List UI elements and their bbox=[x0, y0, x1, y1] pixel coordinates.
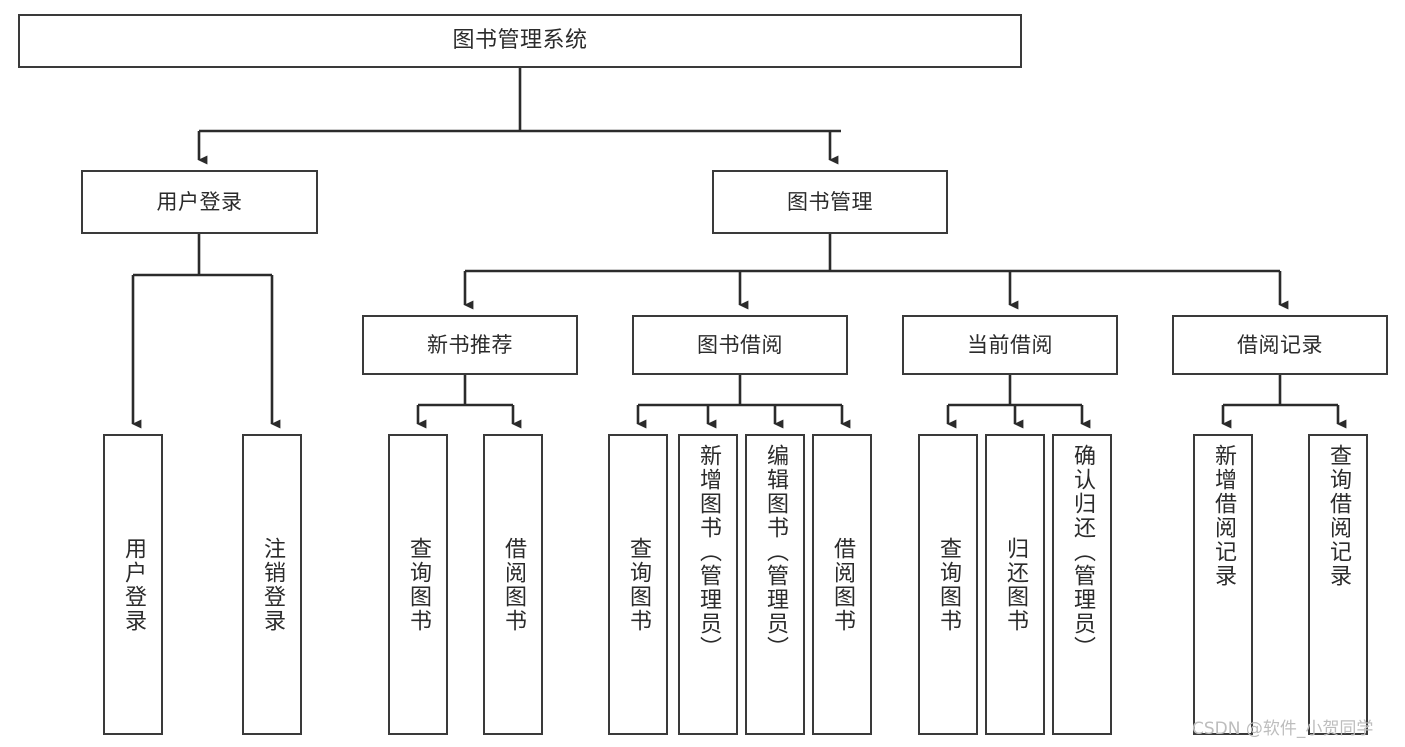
node-label: 归还图书 bbox=[1003, 536, 1028, 633]
node-label: 借阅图书 bbox=[501, 536, 526, 633]
node-book-borrowing[interactable]: 图书借阅 bbox=[632, 315, 848, 375]
leaf-cb-return-books[interactable]: 归还图书 bbox=[985, 434, 1045, 735]
node-label: 编辑图书（管理员） bbox=[763, 444, 788, 660]
leaf-br-query-record[interactable]: 查询借阅记录 bbox=[1308, 434, 1368, 735]
node-label: 借阅图书 bbox=[830, 536, 855, 633]
leaf-cb-query-books[interactable]: 查询图书 bbox=[918, 434, 978, 735]
leaf-cb-confirm-return-admin[interactable]: 确认归还（管理员） bbox=[1052, 434, 1112, 735]
node-label: 注销登录 bbox=[260, 536, 285, 633]
node-label: 新增借阅记录 bbox=[1211, 444, 1236, 588]
node-new-book-recommendation[interactable]: 新书推荐 bbox=[362, 315, 578, 375]
csdn-watermark: CSDN @软件_小贺同学 bbox=[1192, 719, 1374, 739]
leaf-logout[interactable]: 注销登录 bbox=[242, 434, 302, 735]
node-label: 新增图书（管理员） bbox=[696, 444, 721, 660]
leaf-bb-borrow-books[interactable]: 借阅图书 bbox=[812, 434, 872, 735]
node-label: 借阅记录 bbox=[1237, 332, 1323, 357]
node-label: 新书推荐 bbox=[427, 332, 513, 357]
node-label: 查询图书 bbox=[406, 536, 431, 633]
node-borrow-records[interactable]: 借阅记录 bbox=[1172, 315, 1388, 375]
leaf-nb-query-books[interactable]: 查询图书 bbox=[388, 434, 448, 735]
leaf-nb-borrow-books[interactable]: 借阅图书 bbox=[483, 434, 543, 735]
node-label: 用户登录 bbox=[121, 536, 146, 633]
node-label: 确认归还（管理员） bbox=[1070, 444, 1095, 660]
node-label: 图书借阅 bbox=[697, 332, 783, 357]
leaf-bb-add-book-admin[interactable]: 新增图书（管理员） bbox=[678, 434, 738, 735]
node-label: 查询图书 bbox=[936, 536, 961, 633]
node-label: 用户登录 bbox=[156, 189, 243, 214]
node-root-book-management-system[interactable]: 图书管理系统 bbox=[18, 14, 1022, 68]
node-label: 图书管理系统 bbox=[452, 28, 588, 54]
node-label: 当前借阅 bbox=[967, 332, 1053, 357]
leaf-user-login[interactable]: 用户登录 bbox=[103, 434, 163, 735]
node-label: 查询图书 bbox=[626, 536, 651, 633]
leaf-bb-query-books[interactable]: 查询图书 bbox=[608, 434, 668, 735]
node-current-borrowing[interactable]: 当前借阅 bbox=[902, 315, 1118, 375]
node-book-management[interactable]: 图书管理 bbox=[712, 170, 948, 234]
leaf-bb-edit-book-admin[interactable]: 编辑图书（管理员） bbox=[745, 434, 805, 735]
node-label: 查询借阅记录 bbox=[1326, 444, 1351, 588]
node-label: 图书管理 bbox=[787, 189, 873, 214]
node-user-login[interactable]: 用户登录 bbox=[81, 170, 318, 234]
leaf-br-add-record[interactable]: 新增借阅记录 bbox=[1193, 434, 1253, 735]
